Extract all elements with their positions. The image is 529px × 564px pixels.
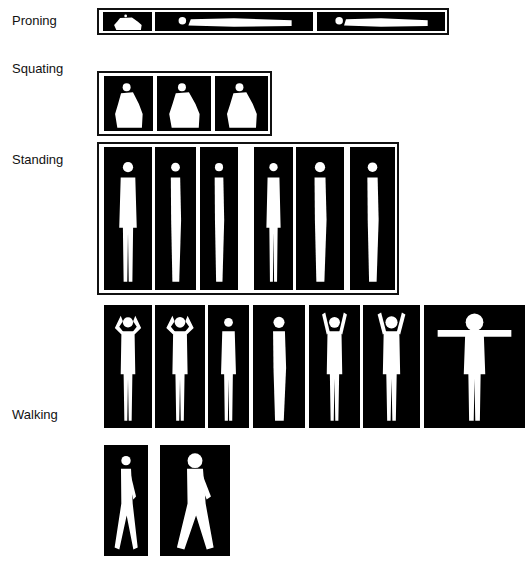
silhouette-frame <box>157 76 211 131</box>
silhouette-frame <box>104 76 153 131</box>
silhouette-frame <box>155 305 205 428</box>
silhouette-frame <box>208 305 249 428</box>
category-heading: Squating <box>12 61 63 77</box>
silhouette-frame <box>104 305 152 428</box>
silhouette-frame <box>155 147 196 290</box>
silhouette-frame <box>104 445 148 556</box>
silhouette-frame <box>350 147 395 290</box>
group-frame: Squating <box>97 71 272 136</box>
group-frame: Proning <box>97 8 449 35</box>
category-heading: Standing <box>12 152 63 168</box>
silhouette-frame <box>424 305 525 428</box>
silhouette-frame <box>363 305 420 428</box>
silhouette-frame <box>317 12 445 31</box>
silhouette-frame <box>296 147 344 290</box>
silhouette-frame <box>254 147 293 290</box>
silhouette-frame <box>215 76 268 131</box>
category-label: Walking <box>12 407 58 423</box>
silhouette-frame <box>103 12 152 31</box>
silhouette-frame <box>253 305 305 428</box>
silhouette-frame <box>160 445 230 556</box>
silhouette-frame <box>104 147 152 290</box>
silhouette-frame <box>155 12 313 31</box>
silhouette-frame <box>309 305 360 428</box>
group-frame: Standing <box>97 142 399 295</box>
category-heading: Proning <box>12 13 57 29</box>
silhouette-frame <box>200 147 238 290</box>
